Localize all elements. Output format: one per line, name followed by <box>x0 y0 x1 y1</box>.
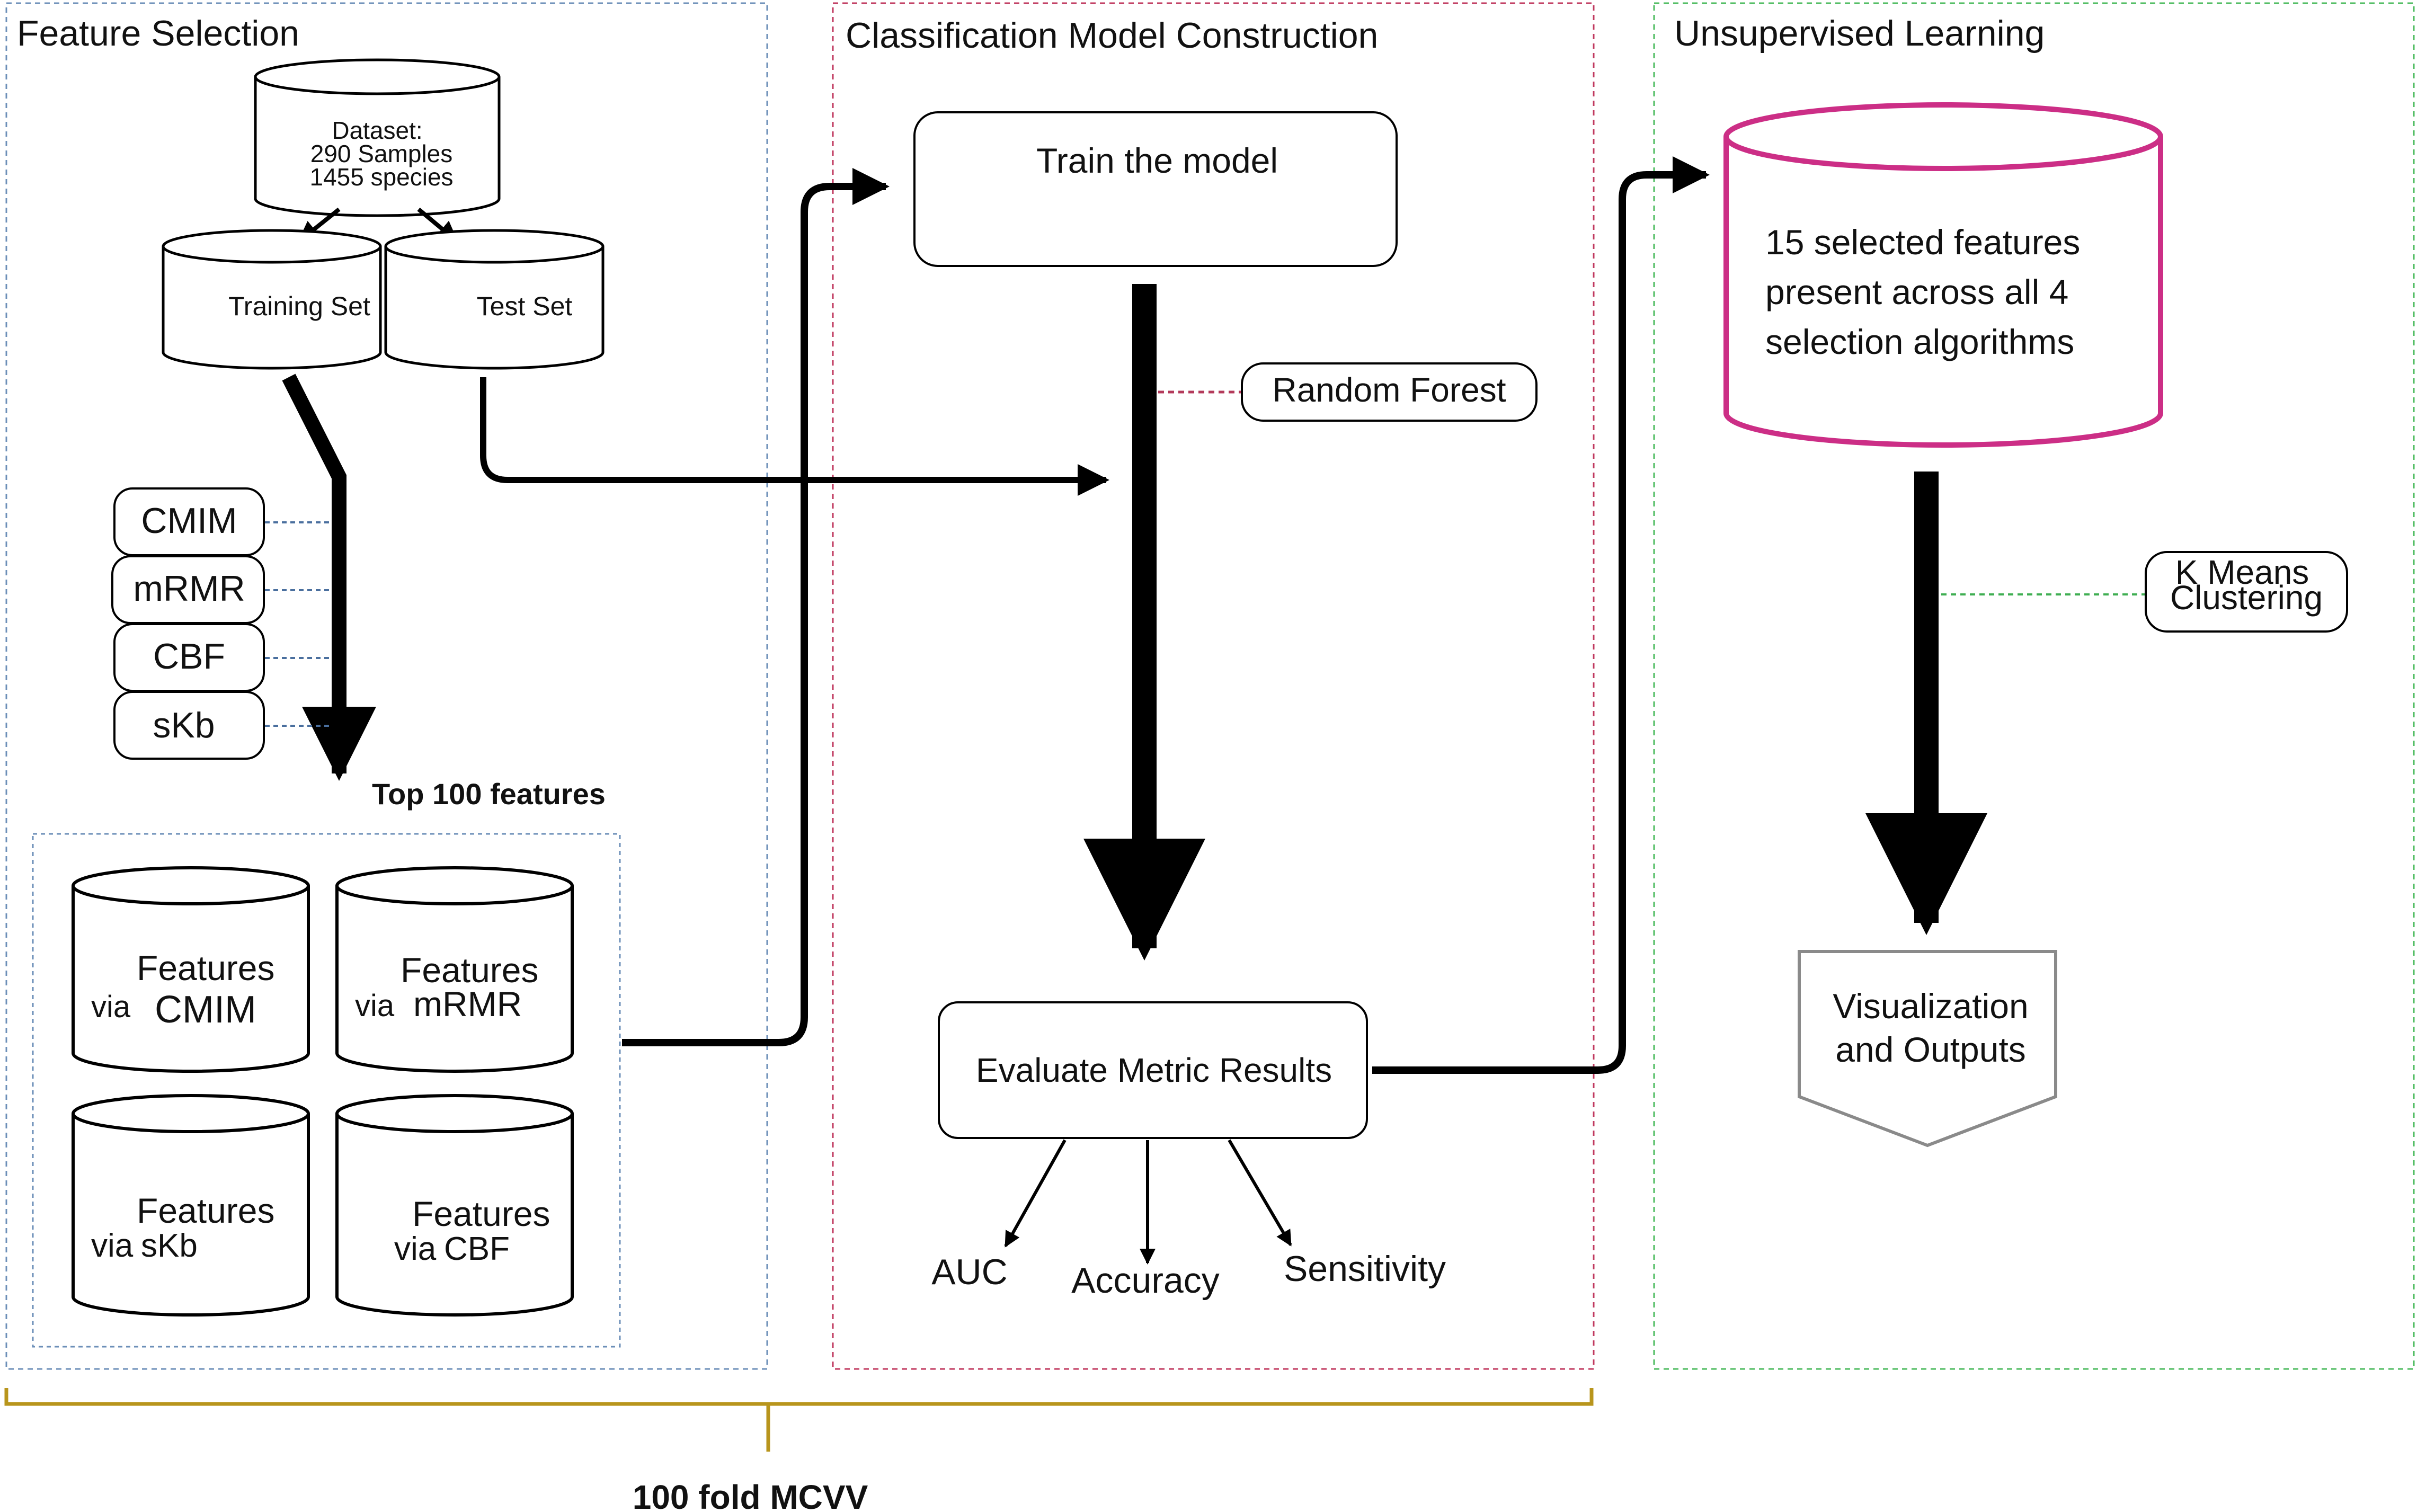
train-model-label: Train the model <box>1036 141 1278 180</box>
feature-set-mrmr-line1: Features <box>401 950 538 990</box>
unsupervised-panel <box>1653 2 2415 1370</box>
feature-selection-title: Feature Selection <box>17 13 299 54</box>
feature-set-cbf-name: CBF <box>444 1231 510 1267</box>
feature-set-mrmr-via: via <box>355 989 395 1023</box>
test-set-flow-arrow <box>480 377 1109 496</box>
selected-features-cylinder: 15 selected features present across all … <box>1723 102 2163 448</box>
training-set-cylinder: Training Set <box>162 229 382 370</box>
features-to-model-arrow <box>622 168 890 1046</box>
visualization-line2: and Outputs <box>1835 1030 2026 1069</box>
evaluate-box: Evaluate Metric Results <box>938 1001 1368 1139</box>
test-set-label: Test Set <box>477 291 573 321</box>
feature-set-mrmr: Features via mRMR <box>335 866 574 1073</box>
training-set-label: Training Set <box>228 291 370 321</box>
kmeans-label-box: K Means Clustering <box>1941 551 2348 633</box>
selected-features-line3: selection algorithms <box>1765 322 2074 361</box>
top-features-label: Top 100 features <box>372 777 606 811</box>
evaluate-label: Evaluate Metric Results <box>976 1051 1332 1089</box>
dataset-cylinder: Dataset: 290 Samples 1455 species <box>254 58 501 217</box>
visualization-box: Visualization and Outputs <box>1798 950 2057 1148</box>
feature-set-skb: Features via sKb <box>72 1094 310 1317</box>
evaluate-to-unsupervised-arrow <box>1372 156 1710 1074</box>
selected-features-line1: 15 selected features <box>1765 223 2080 262</box>
feature-set-cmim-line1: Features <box>137 948 274 988</box>
dataset-line2: 290 Samples <box>310 140 453 167</box>
classification-title: Classification Model Construction <box>846 15 1378 56</box>
feature-sets-box <box>32 833 621 1348</box>
visualization-line1: Visualization <box>1833 986 2028 1026</box>
feature-set-cmim-via: via <box>91 990 131 1024</box>
mcvv-label: 100 fold MCVV <box>633 1478 868 1512</box>
auc-arrow <box>1004 1139 1067 1248</box>
train-model-box: Train the model <box>913 111 1398 267</box>
selector-skb: sKb <box>113 691 333 760</box>
kmeans-line1: K Means <box>2175 553 2309 591</box>
feature-set-cbf-via: via <box>394 1231 437 1267</box>
selector-cbf-label: CBF <box>153 636 225 677</box>
feature-set-cbf-line1: Features <box>412 1194 550 1233</box>
feature-set-skb-line1: Features <box>137 1191 274 1230</box>
unsupervised-title: Unsupervised Learning <box>1674 13 2045 54</box>
metric-auc: AUC <box>931 1252 1008 1292</box>
selector-cbf: CBF <box>113 623 333 692</box>
feature-set-cbf: Features via CBF <box>335 1094 574 1317</box>
selector-cmim-label: CMIM <box>141 501 237 541</box>
selector-mrmr: mRMR <box>111 555 333 624</box>
classification-panel <box>832 2 1595 1370</box>
test-set-cylinder: Test Set <box>384 229 605 370</box>
dataset-line1: Dataset: <box>332 117 422 144</box>
training-flow-arrow <box>282 373 376 781</box>
selected-features-line2: present across all 4 <box>1765 272 2068 312</box>
feature-set-mrmr-name: mRMR <box>413 984 522 1024</box>
metric-accuracy: Accuracy <box>1071 1260 1220 1301</box>
feature-set-cmim: Features via CMIM <box>72 866 310 1073</box>
feature-set-skb-name: sKb <box>141 1228 198 1264</box>
feature-set-cmim-name: CMIM <box>155 989 256 1031</box>
dataset-line3: 1455 species <box>309 163 453 191</box>
selector-skb-label: sKb <box>153 705 215 745</box>
feature-set-skb-via: via <box>91 1228 134 1264</box>
kmeans-line2: Clustering <box>2170 579 2323 617</box>
sensitivity-arrow <box>1228 1139 1292 1247</box>
feature-selection-panel <box>5 2 768 1370</box>
random-forest-label: Random Forest <box>1272 371 1506 409</box>
metric-sensitivity: Sensitivity <box>1284 1249 1446 1289</box>
selector-mrmr-label: mRMR <box>133 568 245 609</box>
random-forest-label-box: Random Forest <box>1158 362 1538 422</box>
selector-cmim: CMIM <box>113 487 333 556</box>
mcvv-bracket <box>4 1388 1594 1452</box>
